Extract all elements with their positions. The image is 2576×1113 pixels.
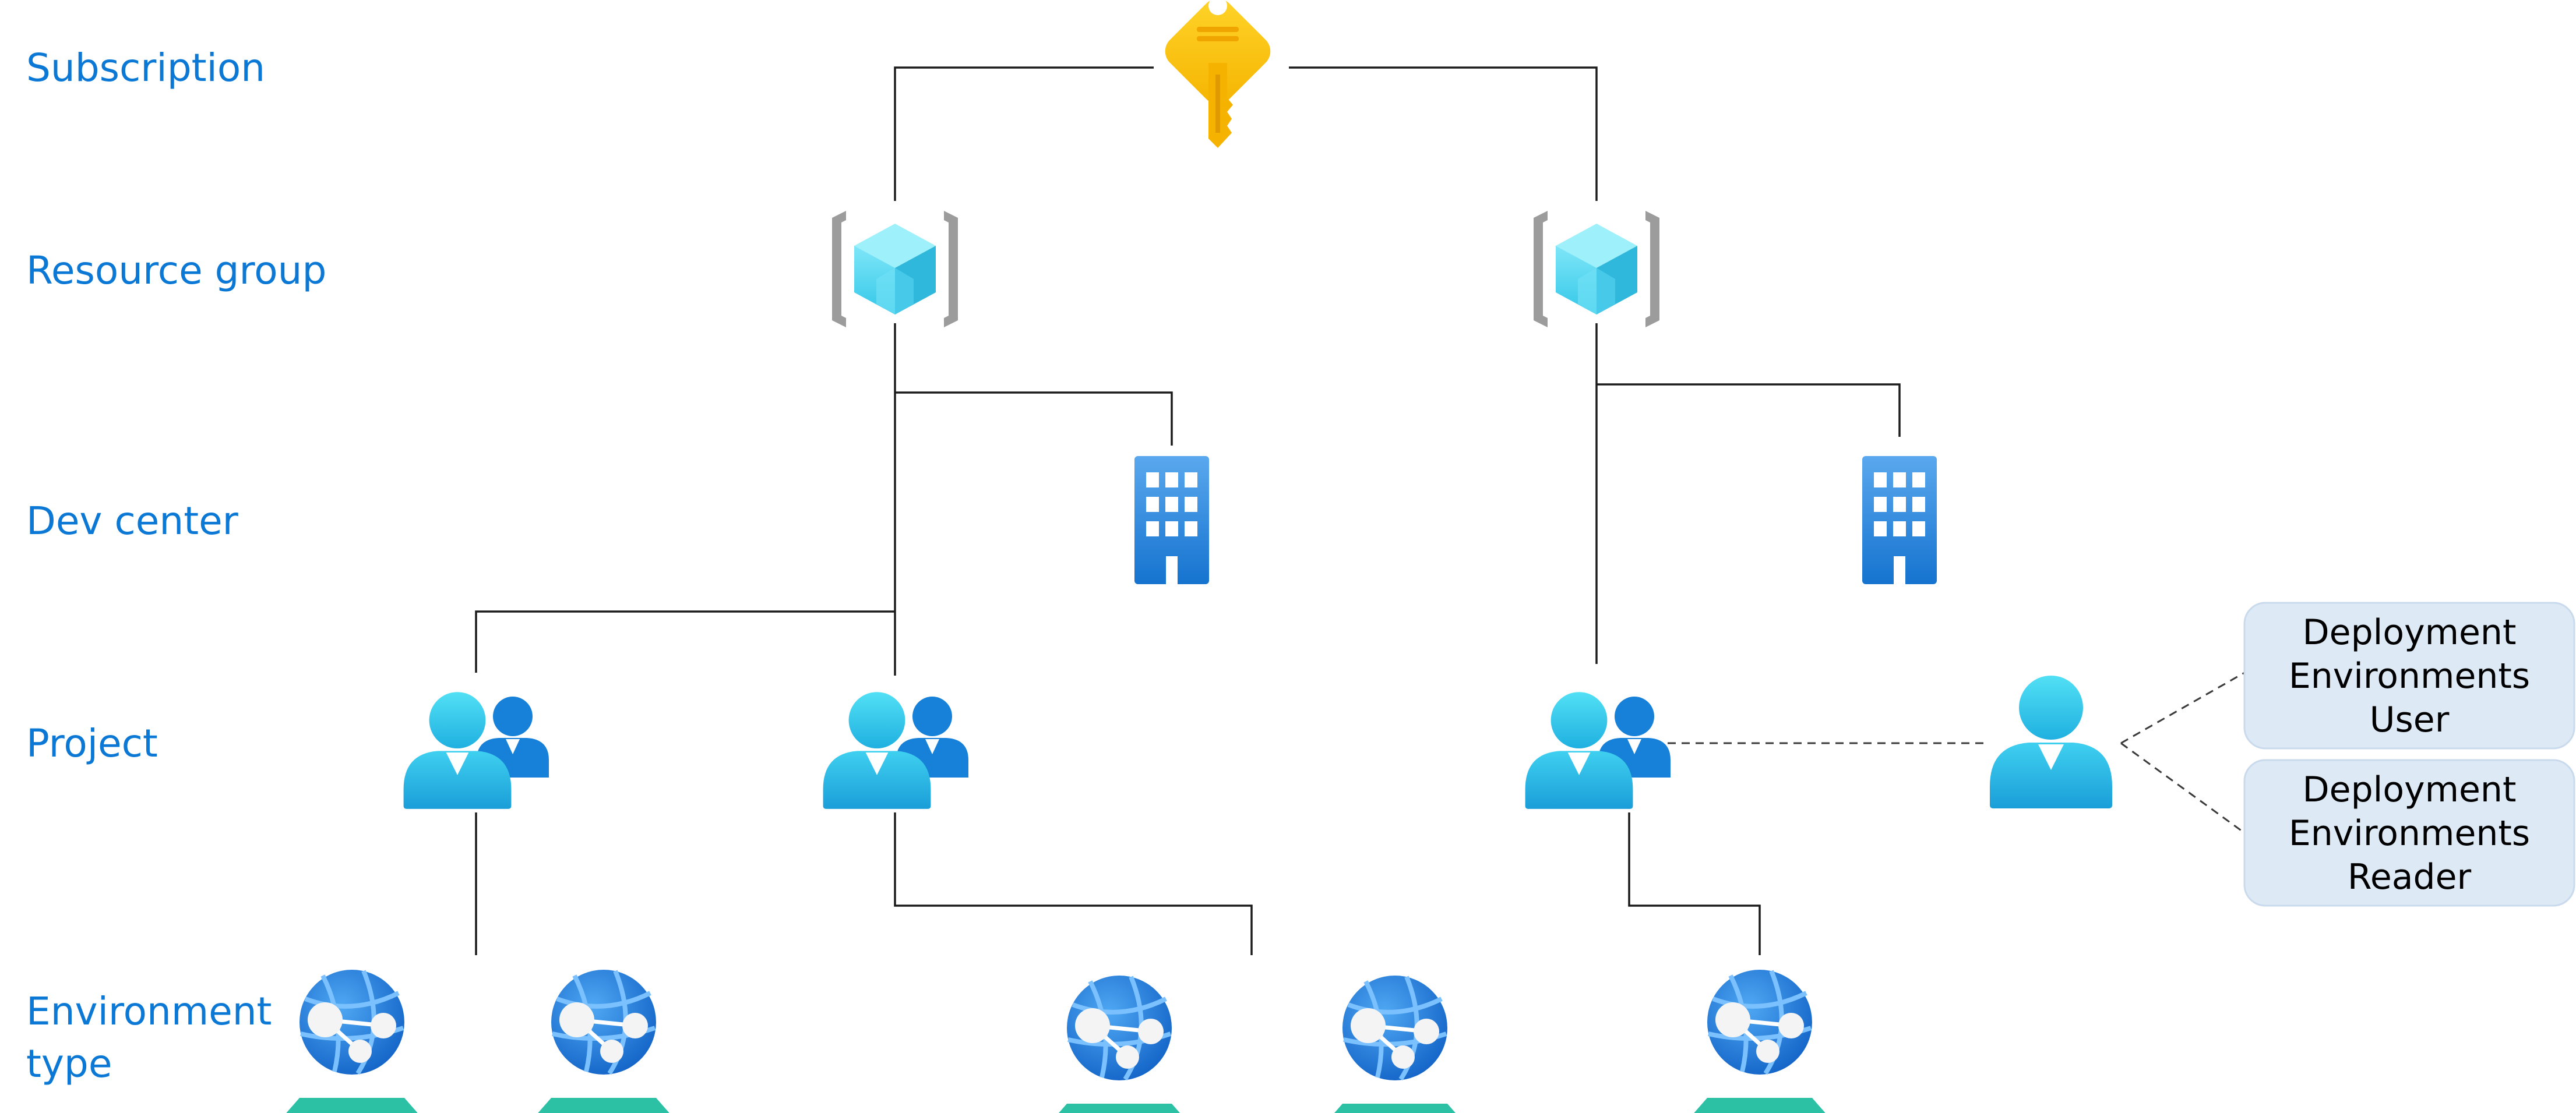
project-users-icon <box>823 692 968 809</box>
label-dev-center: Dev center <box>26 499 238 543</box>
role-box-user: Deployment Environments User <box>2243 602 2575 750</box>
dev-center-building-icon <box>1862 456 1937 584</box>
connector-rg1-project1 <box>475 610 895 673</box>
connector-lines <box>475 66 1901 955</box>
environment-type-web-app-icon <box>1326 976 1464 1113</box>
connector-rg1-devcenter <box>895 391 1173 446</box>
role-user-line-3: User <box>2370 699 2450 740</box>
resource-group-icon <box>1534 211 1659 327</box>
role-dashed-lines <box>1668 672 2245 834</box>
role-box-reader: Deployment Environments Reader <box>2243 759 2575 907</box>
role-reader-line-1: Deployment <box>2302 769 2516 810</box>
connector-project2-env <box>894 812 1253 955</box>
connector-subscription-rg1 <box>894 66 1154 201</box>
dev-center-building-icon <box>1134 456 1209 584</box>
connector-rg2-devcenter <box>1597 383 1901 437</box>
role-reader-line-2: Environments <box>2289 813 2530 854</box>
role-reader-line-3: Reader <box>2348 857 2472 898</box>
dashed-user-role-reader <box>2120 742 2245 834</box>
role-user-line-2: Environments <box>2289 656 2530 697</box>
environment-type-web-app-icon <box>1051 976 1188 1113</box>
dashed-user-role-user <box>2120 672 2245 744</box>
label-environment-type: Environment type <box>26 985 272 1090</box>
connector-project3-env <box>1628 812 1761 955</box>
environment-type-web-app-icon <box>1691 970 1828 1113</box>
project-users-icon <box>404 692 549 809</box>
subscription-key-icon <box>1158 0 1277 149</box>
label-environment-type-line-2: type <box>26 1041 112 1086</box>
label-resource-group: Resource group <box>26 248 327 293</box>
label-environment-type-line-1: Environment <box>26 989 272 1034</box>
role-user-line-1: Deployment <box>2302 612 2516 653</box>
environment-type-web-app-icon <box>283 970 421 1113</box>
label-subscription: Subscription <box>26 45 266 90</box>
resource-group-icon <box>832 211 958 327</box>
environment-type-web-app-icon <box>535 970 672 1113</box>
user-icon <box>1990 676 2112 808</box>
label-project: Project <box>26 721 158 766</box>
connector-subscription-rg2 <box>1289 66 1598 201</box>
project-users-icon <box>1525 692 1671 809</box>
